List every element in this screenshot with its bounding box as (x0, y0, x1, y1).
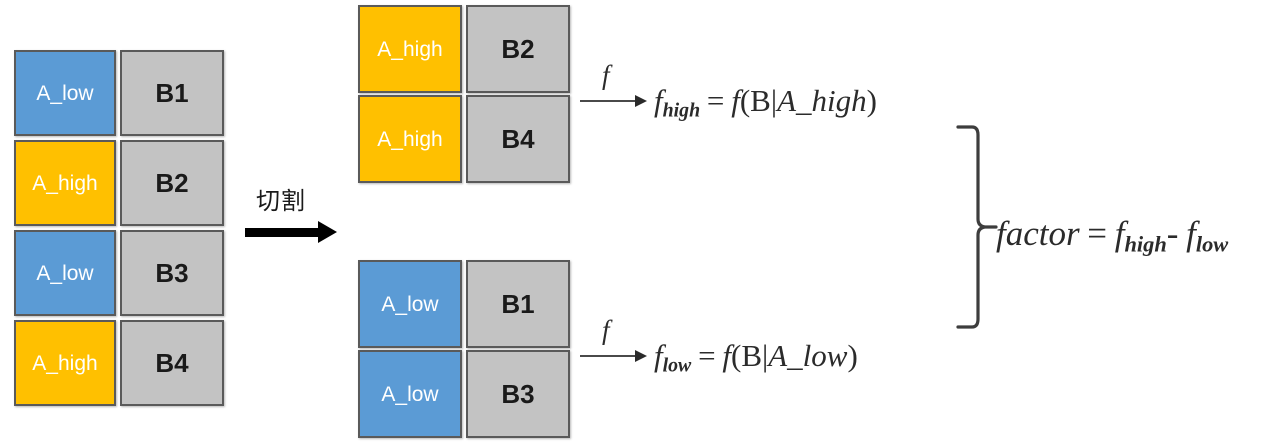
high-cell-a-2: A_high (358, 95, 462, 183)
low-eq-open-paren: ( (731, 338, 742, 373)
low-cell-b-1: B1 (466, 260, 570, 348)
original-cell-a-2: A_high (14, 140, 116, 226)
high-map-label: f (602, 60, 610, 90)
high-eq-cond-right: A_high (777, 83, 867, 118)
right-curly-brace-icon (952, 122, 1004, 332)
high-eq-bar: | (770, 83, 778, 118)
original-cell-a-3: A_low (14, 230, 116, 316)
factor-eq-term2-base: f (1186, 214, 1196, 253)
factor-eq-equals: = (1087, 214, 1108, 253)
original-cell-a-1: A_low (14, 50, 116, 136)
low-eq-bar: | (762, 338, 769, 373)
low-eq-close-paren: ) (847, 338, 858, 373)
factor-eq-lhs: factor (996, 214, 1080, 253)
low-equation: flow=f(B|A_low) (654, 340, 858, 376)
original-cell-b-1: B1 (120, 50, 224, 136)
high-eq-lhs-base: f (654, 83, 663, 118)
high-eq-cond-left: B (750, 83, 771, 118)
high-eq-close-paren: ) (866, 83, 877, 118)
high-cell-a-1: A_high (358, 5, 462, 93)
high-cell-b-1: B2 (466, 5, 570, 93)
low-eq-cond-left: B (741, 338, 763, 373)
low-eq-cond-right: A_low (768, 338, 848, 373)
factor-eq-minus: - (1166, 214, 1179, 253)
original-cell-b-3: B3 (120, 230, 224, 316)
low-eq-fn: f (722, 338, 732, 373)
original-cell-b-2: B2 (120, 140, 224, 226)
low-cell-a-2: A_low (358, 350, 462, 438)
factor-eq-term2-sub: low (1195, 231, 1229, 257)
low-cell-b-2: B3 (466, 350, 570, 438)
low-eq-lhs-base: f (654, 338, 663, 373)
low-map-label: f (602, 315, 610, 345)
low-eq-lhs-sub: low (662, 354, 692, 377)
high-eq-open-paren: ( (739, 83, 751, 118)
original-cell-a-4: A_high (14, 320, 116, 406)
original-cell-b-4: B4 (120, 320, 224, 406)
high-eq-equals: = (706, 83, 725, 118)
low-cell-a-1: A_low (358, 260, 462, 348)
low-eq-equals: = (698, 338, 716, 373)
high-equation: fhigh=f(B|A_high) (654, 85, 877, 121)
high-eq-fn: f (731, 83, 740, 118)
high-cell-b-2: B4 (466, 95, 570, 183)
factor-eq-term1-base: f (1114, 214, 1125, 253)
factor-eq-term1-sub: high (1124, 231, 1167, 257)
split-label: 切割 (256, 187, 306, 215)
high-eq-lhs-sub: high (662, 99, 701, 122)
factor-equation: factor=fhigh-flow (996, 216, 1228, 256)
